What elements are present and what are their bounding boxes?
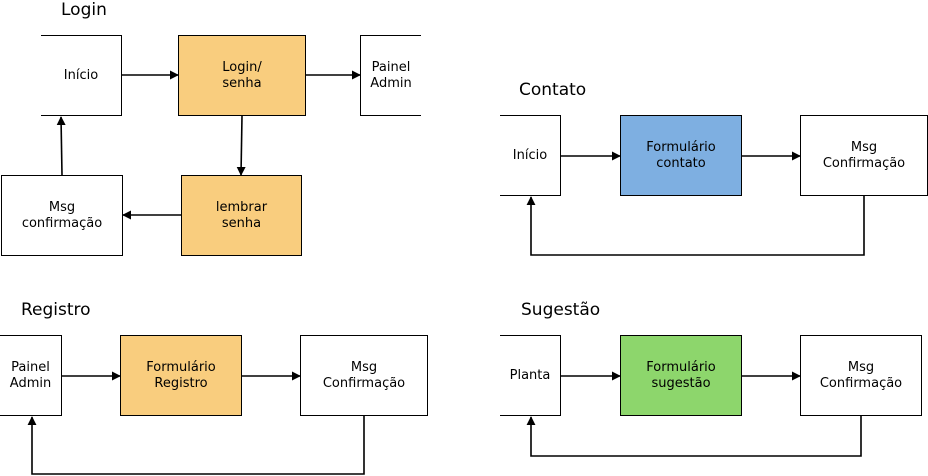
node-label-line: Painel xyxy=(11,359,50,375)
login-senha-node: Login/ senha xyxy=(178,35,306,116)
node-label-line: Confirmação xyxy=(322,375,406,391)
node-label-line: Registro xyxy=(154,375,208,391)
contato-inicio-node: Início xyxy=(500,115,561,196)
section-title-registro: Registro xyxy=(21,300,91,320)
sugestao-formulario-node: Formulário sugestão xyxy=(620,335,742,416)
registro-painel-admin-node: Painel Admin xyxy=(0,335,62,416)
section-title-login: Login xyxy=(61,0,107,20)
node-label-line: Painel xyxy=(371,59,411,75)
node-label-line: Início xyxy=(63,67,99,83)
login-painel-admin-node: Painel Admin xyxy=(360,35,421,116)
contato-msg-confirmacao-node: Msg Confirmação xyxy=(800,115,928,196)
node-label-line: Formulário xyxy=(146,359,216,375)
login-lembrar-senha-node: lembrar senha xyxy=(181,175,302,256)
arrow-msg-to-inicio xyxy=(56,116,66,176)
node-label-line: senha xyxy=(221,215,262,231)
node-label-line: Msg xyxy=(350,359,378,375)
arrow-contato-msg-to-inicio xyxy=(526,196,865,256)
node-label-line: sugestão xyxy=(651,375,711,391)
node-label-line: Admin xyxy=(370,75,412,91)
node-label-line: Formulário xyxy=(646,139,716,155)
node-label-line: Confirmação xyxy=(822,155,906,171)
section-title-sugestao: Sugestão xyxy=(521,300,601,320)
arrow-login-to-lembrar xyxy=(236,115,246,176)
sugestao-msg-confirmacao-node: Msg Confirmação xyxy=(800,335,922,416)
registro-msg-confirmacao-node: Msg Confirmação xyxy=(300,335,428,416)
arrow-sugestao-msg-to-planta xyxy=(526,416,862,457)
node-label-line: contato xyxy=(656,155,706,171)
arrow-registro-msg-to-painel xyxy=(27,416,365,475)
node-label-line: Admin xyxy=(9,375,52,391)
login-msg-confirmacao-node: Msg confirmação xyxy=(1,175,123,256)
node-label-line: Confirmação xyxy=(819,375,903,391)
section-title-contato: Contato xyxy=(519,80,587,100)
node-label-line: lembrar xyxy=(215,199,268,215)
node-label-line: confirmação xyxy=(21,215,103,231)
node-label-line: Formulário xyxy=(646,359,716,375)
node-label-line: Planta xyxy=(509,367,551,383)
node-label-line: Login/ xyxy=(222,59,262,75)
login-inicio-node: Início xyxy=(41,35,122,116)
node-label-line: Msg xyxy=(48,199,76,215)
node-label-line: Início xyxy=(512,147,548,163)
node-label-line: Msg xyxy=(850,139,878,155)
node-label-line: senha xyxy=(222,75,262,91)
contato-formulario-node: Formulário contato xyxy=(620,115,742,196)
sugestao-planta-node: Planta xyxy=(500,335,561,416)
registro-formulario-node: Formulário Registro xyxy=(120,335,242,416)
node-label-line: Msg xyxy=(847,359,875,375)
